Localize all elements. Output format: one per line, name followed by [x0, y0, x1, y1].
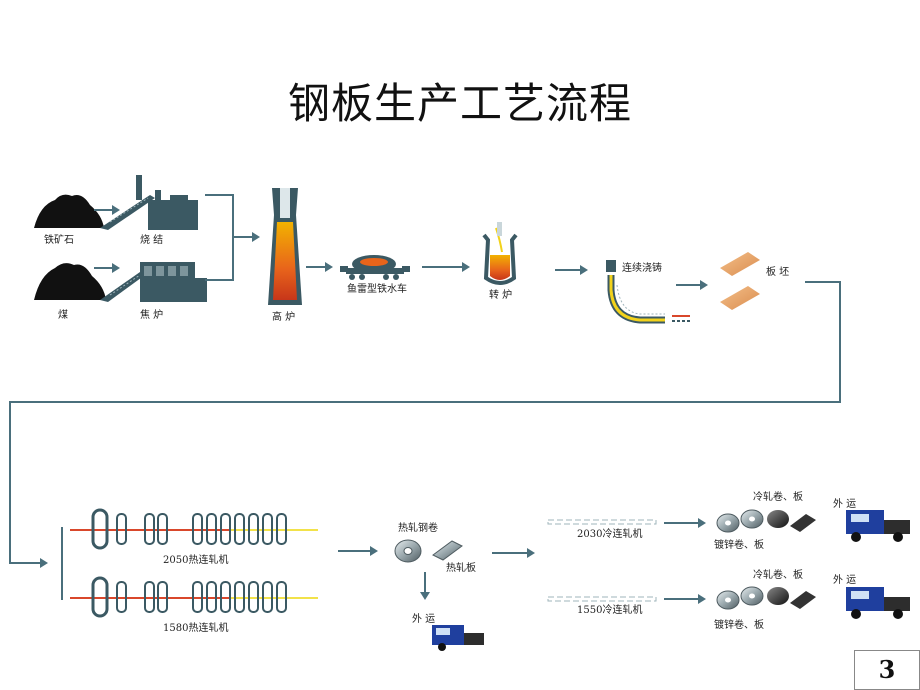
sinter-plant-icon	[100, 175, 198, 230]
hot-coil-icon	[394, 539, 422, 563]
iron-ore-pile-icon	[34, 194, 104, 228]
cold-mill-1550-label: 1550冷连轧机	[577, 603, 642, 616]
truck-icon-1	[432, 625, 484, 651]
torpedo-car-label: 鱼雷型铁水车	[347, 282, 407, 295]
hot-strip-mill-1580-icon	[70, 576, 318, 618]
arrow-hot-mill-to-coil	[338, 546, 378, 556]
cold-mill-2030-label: 2030冷连轧机	[577, 527, 642, 540]
arrow-coil-down	[420, 572, 430, 600]
coil-products-bottom-icon	[716, 586, 816, 610]
hot-plate-label: 热轧板	[446, 561, 476, 574]
arrow-coal-to-coke	[94, 263, 120, 273]
hot-plate-icon	[432, 540, 463, 561]
page-title: 钢板生产工艺流程	[287, 79, 632, 128]
arrow-torpedo-to-converter	[422, 262, 470, 272]
coal-label: 煤	[58, 308, 68, 321]
arrow-ore-to-sinter	[94, 205, 120, 215]
galvanized-label-top: 镀锌卷、板	[714, 538, 764, 551]
ship-out-label-3: 外 运	[833, 574, 856, 586]
hot-coil-label: 热轧钢卷	[398, 521, 438, 534]
coke-oven-label: 焦 炉	[140, 308, 163, 321]
hot-mill-1580-label: 1580热连轧机	[163, 621, 228, 634]
connector-slab-to-hot-mills	[9, 281, 841, 600]
page-number: 3	[854, 650, 920, 690]
converter-label: 转 炉	[489, 288, 512, 301]
cold-mill-2030-icon	[547, 519, 657, 525]
slab-label: 板 坯	[766, 265, 789, 278]
galvanized-label-bottom: 镀锌卷、板	[714, 618, 764, 631]
hot-strip-mill-2050-icon	[70, 508, 318, 550]
cold-mill-1550-icon	[547, 596, 657, 602]
hot-mill-2050-label: 2050热连轧机	[163, 553, 228, 566]
arrow-bf-to-torpedo	[306, 262, 333, 272]
converter-icon	[482, 222, 518, 285]
truck-icon-2	[846, 510, 910, 542]
arrow-caster-to-slab	[676, 280, 708, 290]
connector-raw-to-blast-furnace	[205, 194, 260, 281]
coke-oven-icon	[100, 262, 207, 302]
cold-coil-label-top: 冷轧卷、板	[753, 490, 803, 503]
slab-icon	[720, 252, 760, 310]
ship-out-label-1: 外 运	[412, 613, 435, 625]
continuous-caster-icon	[606, 260, 690, 324]
arrow-cold-mill-1550-out	[664, 594, 706, 604]
torpedo-car-icon	[340, 255, 410, 280]
blast-furnace-icon	[268, 188, 302, 305]
arrow-cold-mill-2030-out	[664, 518, 706, 528]
arrow-converter-to-caster	[555, 265, 588, 275]
blast-furnace-label: 高 炉	[272, 310, 295, 323]
iron-ore-label: 铁矿石	[44, 233, 74, 246]
cold-coil-label-bottom: 冷轧卷、板	[753, 568, 803, 581]
ship-out-label-2: 外 运	[833, 498, 856, 510]
arrow-hot-coil-to-cold-mill	[492, 548, 535, 558]
coal-pile-icon	[34, 263, 106, 300]
coil-products-top-icon	[716, 509, 816, 533]
continuous-casting-label: 连续浇铸	[622, 261, 662, 274]
truck-icon-3	[846, 587, 910, 619]
sinter-label: 烧 结	[140, 233, 163, 246]
